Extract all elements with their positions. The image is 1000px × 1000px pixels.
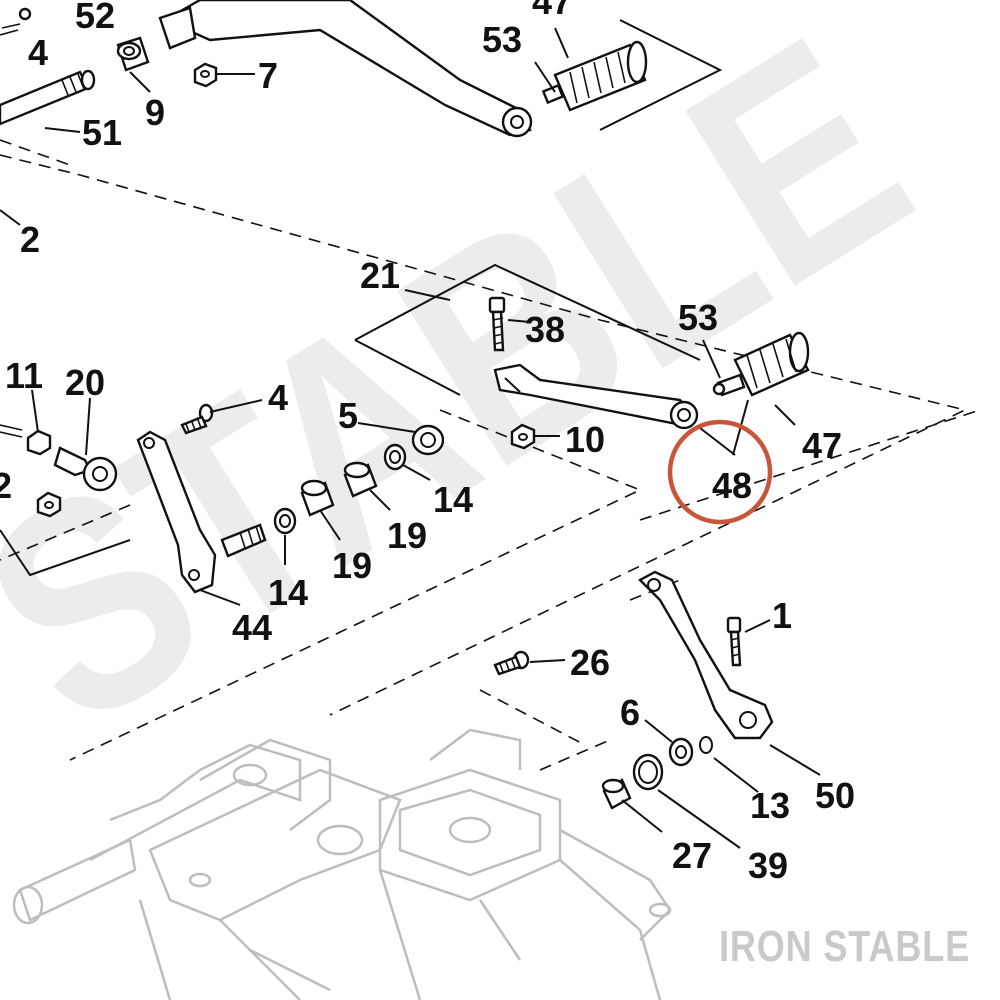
callout-2-left: 2 xyxy=(20,219,40,260)
callout-21: 21 xyxy=(360,255,400,296)
leader-lines xyxy=(0,27,821,849)
transmission-housing-ghost xyxy=(12,728,672,1000)
upper-shift-lever xyxy=(158,0,533,138)
group-brackets xyxy=(0,19,723,577)
callout-14-right: 14 xyxy=(433,479,473,520)
nut-2 xyxy=(36,491,62,518)
callout-19-right: 19 xyxy=(387,515,427,556)
brand-logo-text: IRON STABLE xyxy=(719,922,970,971)
seal-39 xyxy=(632,753,664,791)
bolt-1 xyxy=(726,616,742,667)
bolt-38 xyxy=(488,296,506,352)
bushing-19-right xyxy=(343,461,378,498)
screw-4 xyxy=(180,403,214,435)
callout-11: 11 xyxy=(5,355,43,396)
callout-38: 38 xyxy=(525,309,565,350)
callout-14: 14 xyxy=(268,572,308,613)
screw-top-4 xyxy=(0,7,32,36)
callout-27: 27 xyxy=(672,835,712,876)
callout-6: 6 xyxy=(620,692,640,733)
clip-13 xyxy=(699,736,713,754)
callout-53: 53 xyxy=(678,297,718,338)
callout-50: 50 xyxy=(815,775,855,816)
callout-26: 26 xyxy=(570,642,610,683)
callout-4-top: 4 xyxy=(28,32,48,73)
spacer-9 xyxy=(116,36,150,72)
washer-14 xyxy=(273,507,297,535)
nut-11 xyxy=(0,424,52,456)
callout-44: 44 xyxy=(232,607,272,648)
callout-10: 10 xyxy=(565,419,605,460)
nut-10 xyxy=(510,423,536,450)
callout-53-top: 53 xyxy=(482,19,522,60)
callout-47: 47 xyxy=(802,425,842,466)
callout-labels: 52 4 7 9 51 53 47 2 21 38 53 47 48 10 11… xyxy=(0,0,855,886)
highlight-circle xyxy=(667,419,773,525)
heel-lever-50 xyxy=(638,570,774,740)
callout-19: 19 xyxy=(332,545,372,586)
shift-rod-51 xyxy=(0,69,96,126)
callout-13: 13 xyxy=(750,785,790,826)
callout-9: 9 xyxy=(145,92,165,133)
washer-6 xyxy=(668,737,694,767)
shift-lever-21 xyxy=(493,363,699,430)
callout-1: 1 xyxy=(772,595,792,636)
rod-end-20 xyxy=(53,446,118,492)
washer-5 xyxy=(411,424,445,456)
bushing-19 xyxy=(300,479,335,517)
footpeg-47 xyxy=(712,331,810,397)
callout-2: 2 xyxy=(0,465,12,506)
callout-5: 5 xyxy=(338,395,358,436)
callout-51: 51 xyxy=(82,112,122,153)
callout-7: 7 xyxy=(258,55,278,96)
callout-20: 20 xyxy=(65,362,105,403)
screw-26 xyxy=(493,650,530,676)
callout-47-top: 47 xyxy=(532,0,572,22)
lever-44 xyxy=(136,430,267,594)
washer-14-right xyxy=(383,443,407,471)
callout-4: 4 xyxy=(268,377,288,418)
upper-footpeg xyxy=(541,40,648,112)
callout-39: 39 xyxy=(748,845,788,886)
callout-52: 52 xyxy=(75,0,115,36)
nut-7 xyxy=(193,62,218,88)
callout-48: 48 xyxy=(712,465,752,506)
